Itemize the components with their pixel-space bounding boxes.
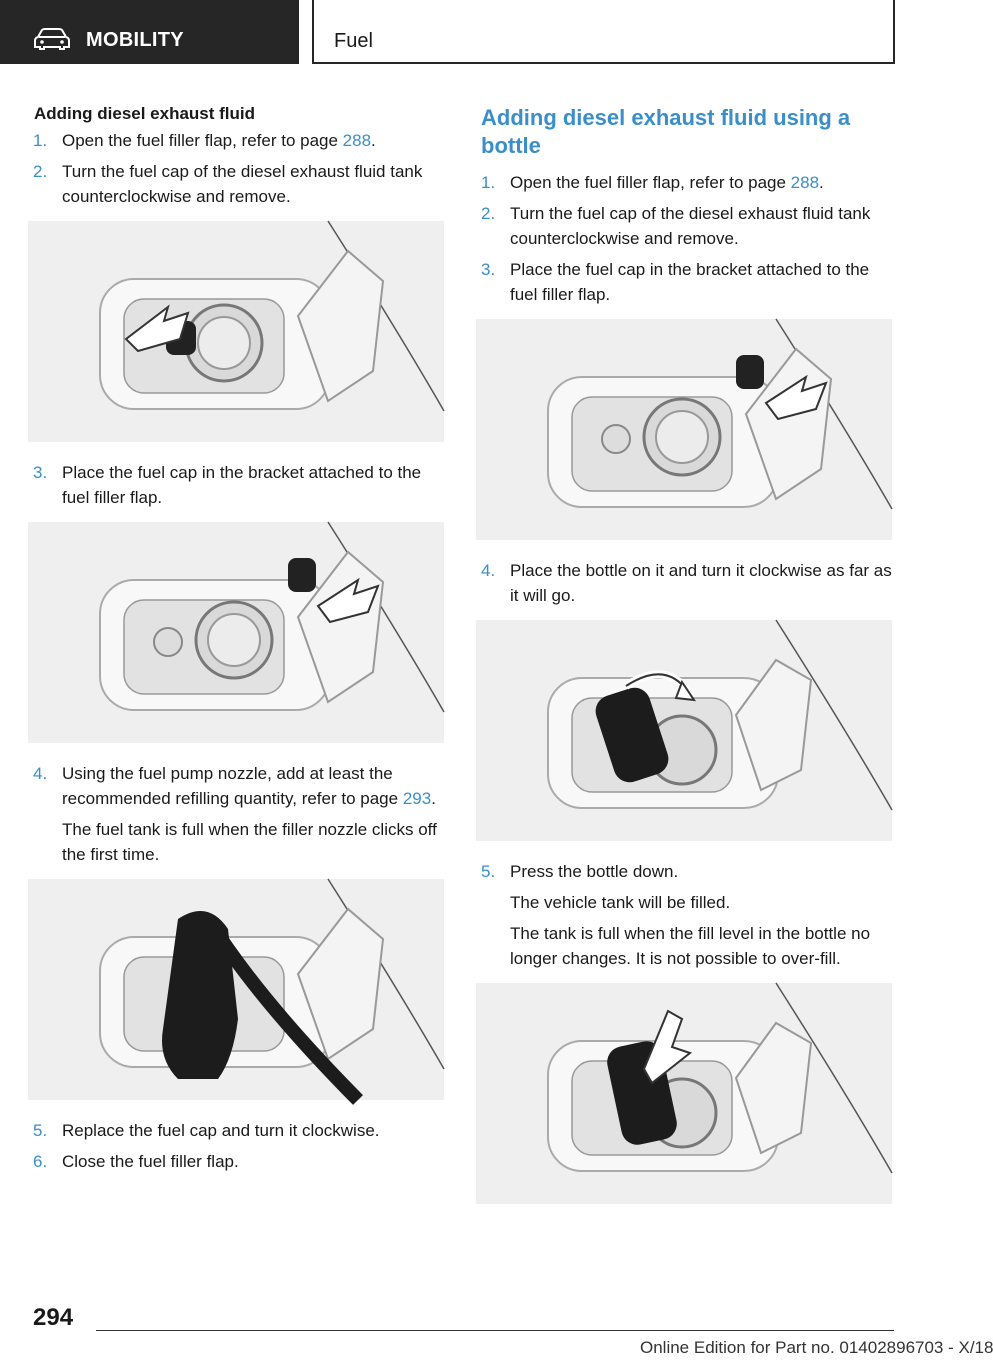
step-number: 2.	[33, 162, 48, 181]
page-number: 294	[33, 1304, 74, 1331]
step-text: Turn the fuel cap of the diesel exhaust …	[510, 204, 871, 248]
step-number: 3.	[481, 260, 496, 279]
step-text: Close the fuel filler flap.	[62, 1152, 239, 1171]
header-section-tab: MOBILITY	[0, 0, 299, 64]
step-number: 4.	[33, 764, 48, 783]
left-step-4: 4. Using the fuel pump nozzle, add at le…	[28, 761, 444, 867]
step-text: Open the fuel filler flap, refer to page	[510, 173, 791, 192]
step-text: Place the bottle on it and turn it clock…	[510, 561, 892, 605]
section-title: MOBILITY	[86, 29, 184, 51]
edition-note: Online Edition for Part no. 01402896703 …	[640, 1338, 993, 1357]
step-number: 6.	[33, 1152, 48, 1171]
figure-remove-cap	[28, 220, 445, 442]
step-note: The vehicle tank will be filled.	[510, 893, 731, 912]
figure-cap-in-bracket	[28, 521, 445, 743]
page-link[interactable]: 293	[402, 789, 432, 808]
figure-bottle-turn	[476, 619, 893, 841]
page-link[interactable]: 288	[342, 131, 372, 150]
step-text: Turn the fuel cap of the diesel exhaust …	[62, 162, 423, 206]
figure-cap-bracket-bottle	[476, 318, 893, 540]
page-link[interactable]: 288	[790, 173, 820, 192]
step-number: 2.	[481, 204, 496, 223]
right-step-4: 4. Place the bottle on it and turn it cl…	[476, 558, 892, 608]
left-step-3: 3. Place the fuel cap in the bracket att…	[28, 460, 444, 510]
step-number: 5.	[33, 1121, 48, 1140]
step-note: The tank is full when the fill level in …	[510, 924, 871, 968]
left-column: Adding diesel exhaust fluid 1. Open the …	[28, 104, 445, 1180]
step-text: Using the fuel pump nozzle, add at least…	[62, 764, 403, 808]
right-step-3: 3. Place the fuel cap in the bracket att…	[476, 257, 892, 307]
step-text: Replace the fuel cap and turn it clockwi…	[62, 1121, 380, 1140]
left-step-1: 1. Open the fuel filler flap, refer to p…	[28, 128, 444, 153]
step-number: 5.	[481, 862, 496, 881]
car-icon	[34, 28, 70, 50]
right-step-5: 5. Press the bottle down. The vehicle ta…	[476, 859, 892, 971]
step-text-tail: .	[431, 789, 436, 808]
left-step-5: 5. Replace the fuel cap and turn it cloc…	[28, 1118, 444, 1143]
step-number: 4.	[481, 561, 496, 580]
left-step-6: 6. Close the fuel filler flap.	[28, 1149, 444, 1174]
step-number: 3.	[33, 463, 48, 482]
right-heading: Adding diesel exhaust fluid using a bott…	[481, 105, 851, 158]
left-step-2: 2. Turn the fuel cap of the diesel exhau…	[28, 159, 444, 209]
figure-nozzle	[28, 878, 445, 1105]
right-step-1: 1. Open the fuel filler flap, refer to p…	[476, 170, 892, 195]
footer-rule	[96, 1330, 894, 1331]
step-text-tail: .	[819, 173, 824, 192]
step-text: Press the bottle down.	[510, 862, 679, 881]
step-number: 1.	[33, 131, 48, 150]
figure-bottle-press	[476, 982, 893, 1204]
chapter-title: Fuel	[334, 30, 373, 52]
left-heading: Adding diesel exhaust fluid	[34, 104, 256, 123]
step-text: Place the fuel cap in the bracket attach…	[510, 260, 870, 304]
step-text-tail: .	[371, 131, 376, 150]
step-text: Place the fuel cap in the bracket attach…	[62, 463, 422, 507]
step-text: Open the fuel filler flap, refer to page	[62, 131, 343, 150]
right-step-2: 2. Turn the fuel cap of the diesel exhau…	[476, 201, 892, 251]
step-number: 1.	[481, 173, 496, 192]
step-note: The fuel tank is full when the filler no…	[62, 820, 437, 864]
right-column: Adding diesel exhaust fluid using a bott…	[476, 104, 893, 1222]
chapter-tab: Fuel	[312, 0, 895, 64]
